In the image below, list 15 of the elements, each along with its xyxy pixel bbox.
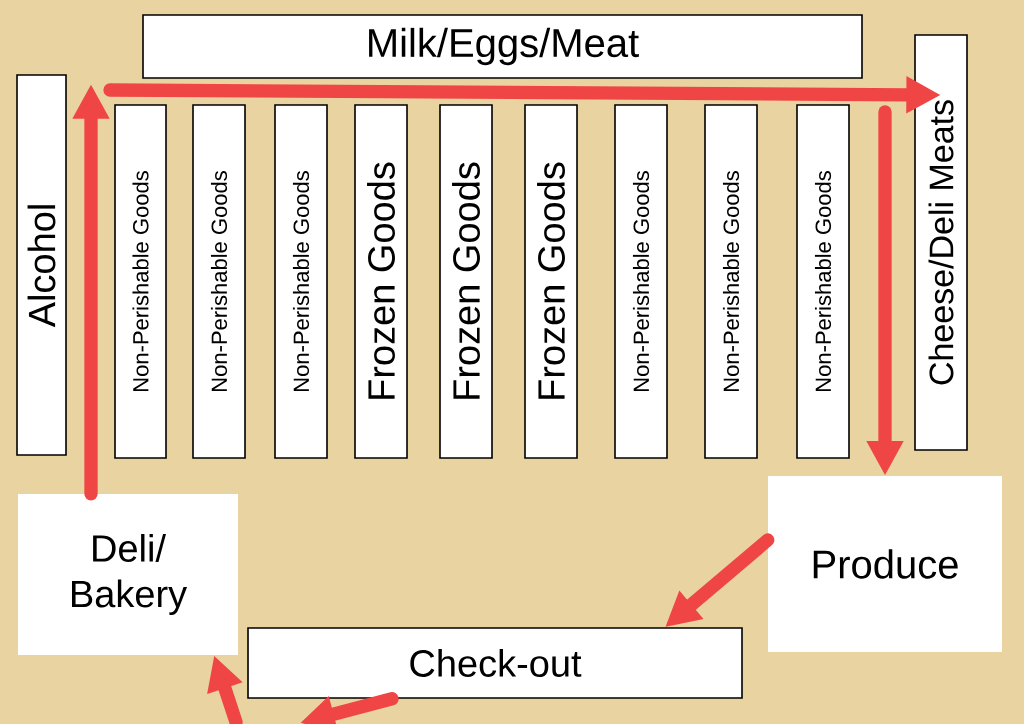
aisle-shelf: Alcohol <box>16 74 67 456</box>
aisle-shelf: Non-Perishable Goods <box>796 104 850 459</box>
aisle-shelf: Non-Perishable Goods <box>274 104 328 459</box>
aisle-sign: Milk/Eggs/Meat <box>142 14 863 79</box>
section-box: Produce <box>768 476 1002 652</box>
aisle-shelf: Non-Perishable Goods <box>704 104 758 459</box>
aisle-shelf: Non-Perishable Goods <box>192 104 246 459</box>
section-box: Deli/ Bakery <box>18 494 238 655</box>
aisle-shelf: Non-Perishable Goods <box>114 104 167 459</box>
aisle-shelf: Cheese/Deli Meats <box>914 34 968 451</box>
aisle-shelf: Frozen Goods <box>524 104 578 459</box>
aisle-shelf: Frozen Goods <box>439 104 493 459</box>
checkout-counter: Check-out <box>247 627 743 699</box>
aisle-shelf: Frozen Goods <box>354 104 408 459</box>
aisle-shelf: Non-Perishable Goods <box>614 104 668 459</box>
